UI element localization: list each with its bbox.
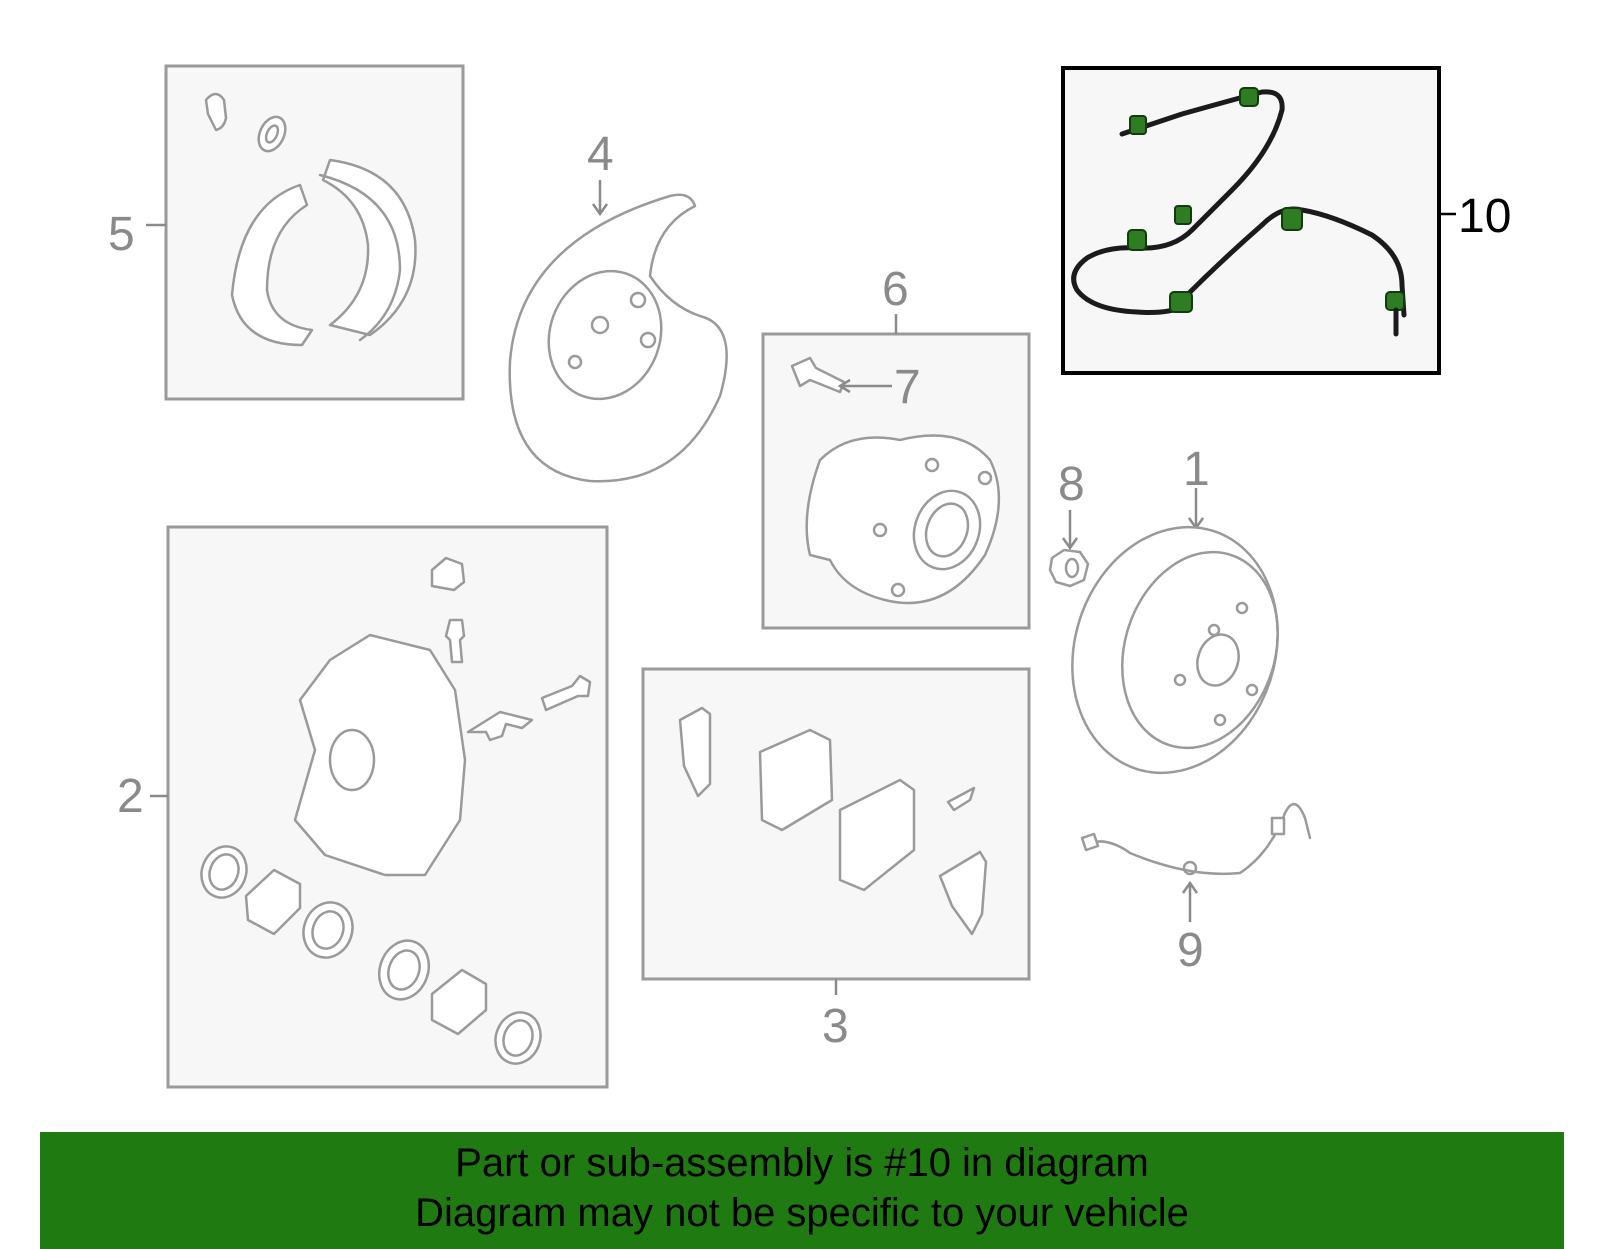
washer-icon	[257, 115, 287, 153]
rotor-lug-1	[1235, 601, 1249, 615]
box-10	[1061, 66, 1441, 375]
wire-clip-2-icon	[1239, 87, 1259, 107]
callout-4[interactable]: 4	[587, 128, 614, 181]
hub-stud-hole-2	[977, 470, 993, 486]
callout-labels: 1 2 3 4 5 6 7 8 9 10	[108, 128, 1511, 1053]
spring-clip-icon	[204, 92, 228, 132]
caliper-body-icon	[293, 633, 467, 877]
callout-10[interactable]: 10	[1458, 190, 1511, 243]
callout-7[interactable]: 7	[894, 361, 921, 414]
callout-9[interactable]: 9	[1177, 924, 1204, 977]
caliper-bolt-icon	[540, 674, 592, 712]
part-group-10[interactable]	[1061, 66, 1456, 375]
wire-clip-4-icon	[1127, 229, 1147, 251]
hub-nut-hole-icon	[1064, 557, 1080, 579]
wire-clip-1-icon	[1129, 115, 1147, 135]
part-group-2[interactable]	[150, 525, 609, 1089]
plate-hole-2	[629, 291, 647, 309]
arrow-8	[1061, 537, 1079, 551]
brake-hose-icon	[1083, 803, 1312, 876]
hub-nut-icon	[1048, 548, 1090, 588]
banner-line-1: Part or sub-assembly is #10 in diagram	[455, 1141, 1149, 1185]
rotor-lug-2	[1207, 623, 1221, 637]
brake-shoe-right-icon	[321, 158, 417, 337]
callout-2[interactable]: 2	[117, 770, 144, 823]
pad-shim-left-icon	[678, 706, 712, 798]
callout-6[interactable]: 6	[882, 263, 909, 316]
piston-2-icon	[430, 968, 488, 1036]
seal-ring-2-inner	[311, 910, 345, 950]
hub-flange-icon	[805, 434, 1001, 605]
caliper-bore-icon	[328, 728, 376, 792]
part-group-8[interactable]	[1048, 510, 1090, 588]
rotor-lug-5	[1245, 683, 1259, 697]
bleeder-screw-icon	[444, 618, 466, 664]
piston-1-icon	[244, 868, 302, 936]
hose-fitting-right-icon	[1270, 816, 1286, 836]
rotor-lug-4	[1213, 713, 1227, 727]
seal-ring-4-inner	[502, 1019, 534, 1057]
info-banner: Part or sub-assembly is #10 in diagram D…	[40, 1132, 1564, 1249]
plate-hole-1	[590, 315, 610, 335]
abs-wire-upper-icon	[1071, 89, 1285, 315]
rotor-lug-3	[1173, 673, 1187, 687]
wire-clip-6-icon	[1281, 207, 1303, 231]
part-group-3[interactable]	[641, 667, 1031, 995]
arrow-4	[591, 203, 609, 217]
pad-shim-right-icon	[938, 850, 988, 936]
callout-3[interactable]: 3	[822, 1000, 849, 1053]
hub-bore-inner-icon	[924, 502, 970, 558]
bleeder-cap-icon	[430, 556, 466, 592]
rotor-outer-icon	[1071, 525, 1279, 775]
hub-stud-hole-4	[890, 582, 906, 598]
backing-plate-center-icon	[547, 269, 663, 401]
brake-shoe-left-icon	[230, 183, 314, 347]
washer-hole-icon	[264, 124, 280, 144]
hub-bore-outer-icon	[912, 489, 982, 571]
part-group-9[interactable]	[1080, 803, 1312, 922]
callout-8[interactable]: 8	[1058, 458, 1085, 511]
brake-pad-left-icon	[758, 728, 834, 832]
brake-pad-right-icon	[838, 778, 916, 892]
rotor-center-icon	[1196, 633, 1240, 687]
rotor-hat-icon	[1121, 550, 1279, 750]
wire-clip-3-icon	[1174, 205, 1192, 225]
part-group-4[interactable]	[508, 180, 728, 483]
shoe-lining-icon	[318, 173, 402, 342]
arrow-7	[837, 378, 851, 394]
part-group-1[interactable]	[1041, 488, 1308, 800]
hose-bracket-icon	[1182, 860, 1198, 876]
spring-plate-icon	[466, 710, 534, 742]
part-group-5[interactable]	[164, 64, 465, 401]
part-group-6[interactable]	[761, 314, 1031, 630]
arrow-9	[1181, 880, 1199, 894]
wire-clip-7-icon	[1385, 291, 1405, 311]
pad-clip-icon	[946, 786, 976, 812]
banner-line-2: Diagram may not be specific to your vehi…	[415, 1191, 1189, 1235]
wire-clip-5-icon	[1169, 291, 1193, 313]
callout-1[interactable]: 1	[1183, 443, 1210, 496]
hub-stud-hole-1	[924, 457, 940, 473]
backing-plate-icon	[508, 193, 728, 483]
hose-fitting-left-icon	[1080, 832, 1100, 852]
plate-hole-3	[639, 331, 657, 349]
callout-5[interactable]: 5	[108, 208, 135, 261]
seal-ring-3-inner	[387, 949, 421, 991]
plate-hole-4	[567, 354, 583, 370]
seal-ring-1-inner	[208, 853, 240, 891]
hub-stud-hole-3	[872, 522, 888, 538]
